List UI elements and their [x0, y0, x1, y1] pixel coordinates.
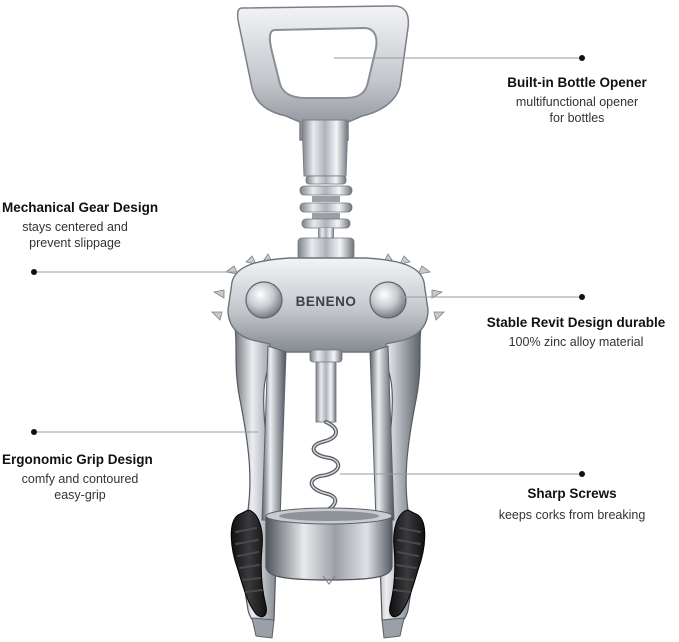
callout-dot-bottle-opener [579, 55, 585, 61]
callout-title: Sharp Screws [527, 486, 617, 501]
left-rivet [245, 281, 283, 319]
right-arm-tip [381, 617, 405, 639]
brand-logo: BENENO [296, 294, 357, 309]
callout-desc: multifunctional opener for bottles [515, 95, 639, 125]
callout-title: Mechanical Gear Design [2, 200, 159, 215]
opener-neck [301, 119, 349, 177]
frame-body [227, 257, 429, 353]
callout-title: Ergonomic Grip Design [2, 452, 153, 467]
callout-dot-screws [579, 471, 585, 477]
bell-collar [265, 507, 393, 585]
callout-gear: Mechanical Gear Design stays centered an… [2, 199, 174, 251]
corkscrew-shaft [315, 351, 337, 423]
callout-screws: Sharp Screws keeps corks from breaking [482, 485, 662, 523]
right-rivet [369, 281, 407, 319]
callout-desc: 100% zinc alloy material [508, 335, 644, 349]
callout-bottle-opener: Built-in Bottle Opener multifunctional o… [492, 74, 662, 126]
gear-stack [297, 175, 355, 261]
callout-dot-revit [579, 294, 585, 300]
leader-lines [34, 57, 582, 475]
left-grip [230, 509, 267, 618]
right-grip [389, 509, 426, 618]
callout-desc: comfy and contoured easy-grip [21, 472, 139, 502]
callout-dot-grip [31, 429, 37, 435]
callout-title: Stable Revit Design durable [486, 315, 666, 330]
bottle-opener-head [236, 5, 410, 141]
callout-dot-gear [31, 269, 37, 275]
callout-desc: stays centered and prevent slippage [22, 220, 128, 250]
callout-desc: keeps corks from breaking [498, 508, 646, 522]
callout-grip: Ergonomic Grip Design comfy and contoure… [2, 451, 170, 503]
left-arm-tip [251, 617, 275, 639]
callout-revit: Stable Revit Design durable 100% zinc al… [474, 314, 678, 350]
callout-title: Built-in Bottle Opener [507, 75, 647, 90]
